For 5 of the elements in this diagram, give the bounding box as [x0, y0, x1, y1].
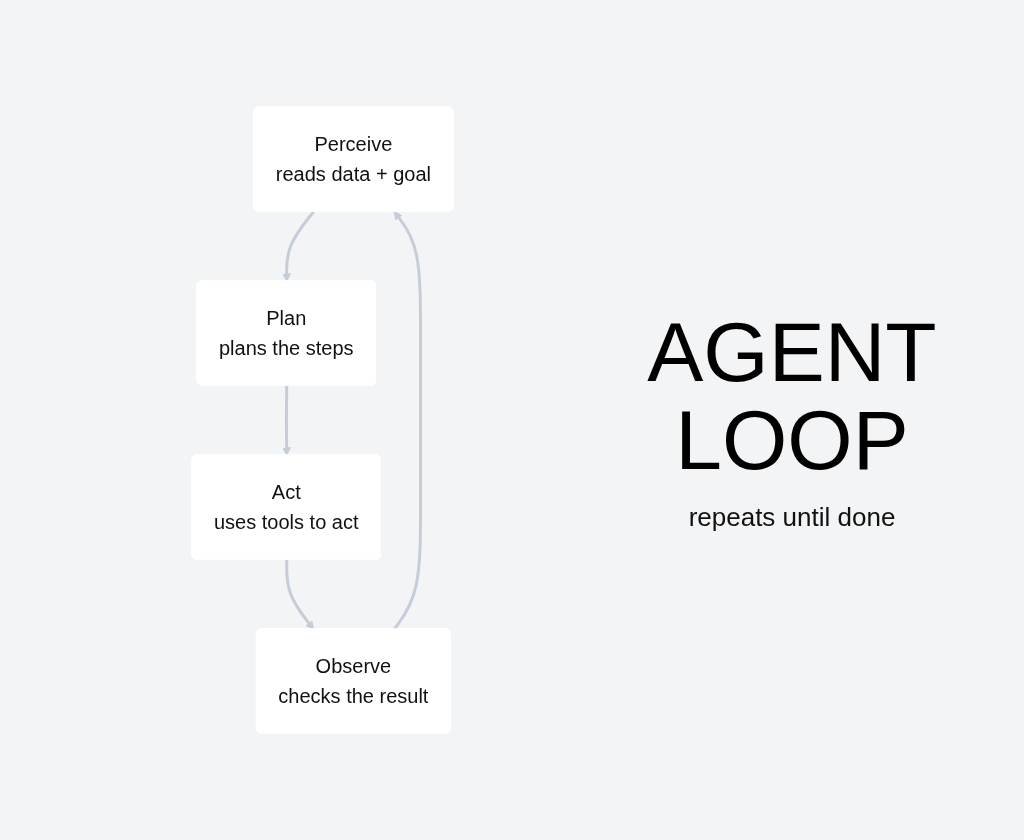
- arrow: [281, 210, 315, 282]
- arrow: [284, 559, 314, 630]
- loop-heading: AGENT LOOP: [646, 307, 938, 484]
- arrow: [281, 385, 291, 456]
- loop-subtitle: repeats until done: [688, 501, 896, 533]
